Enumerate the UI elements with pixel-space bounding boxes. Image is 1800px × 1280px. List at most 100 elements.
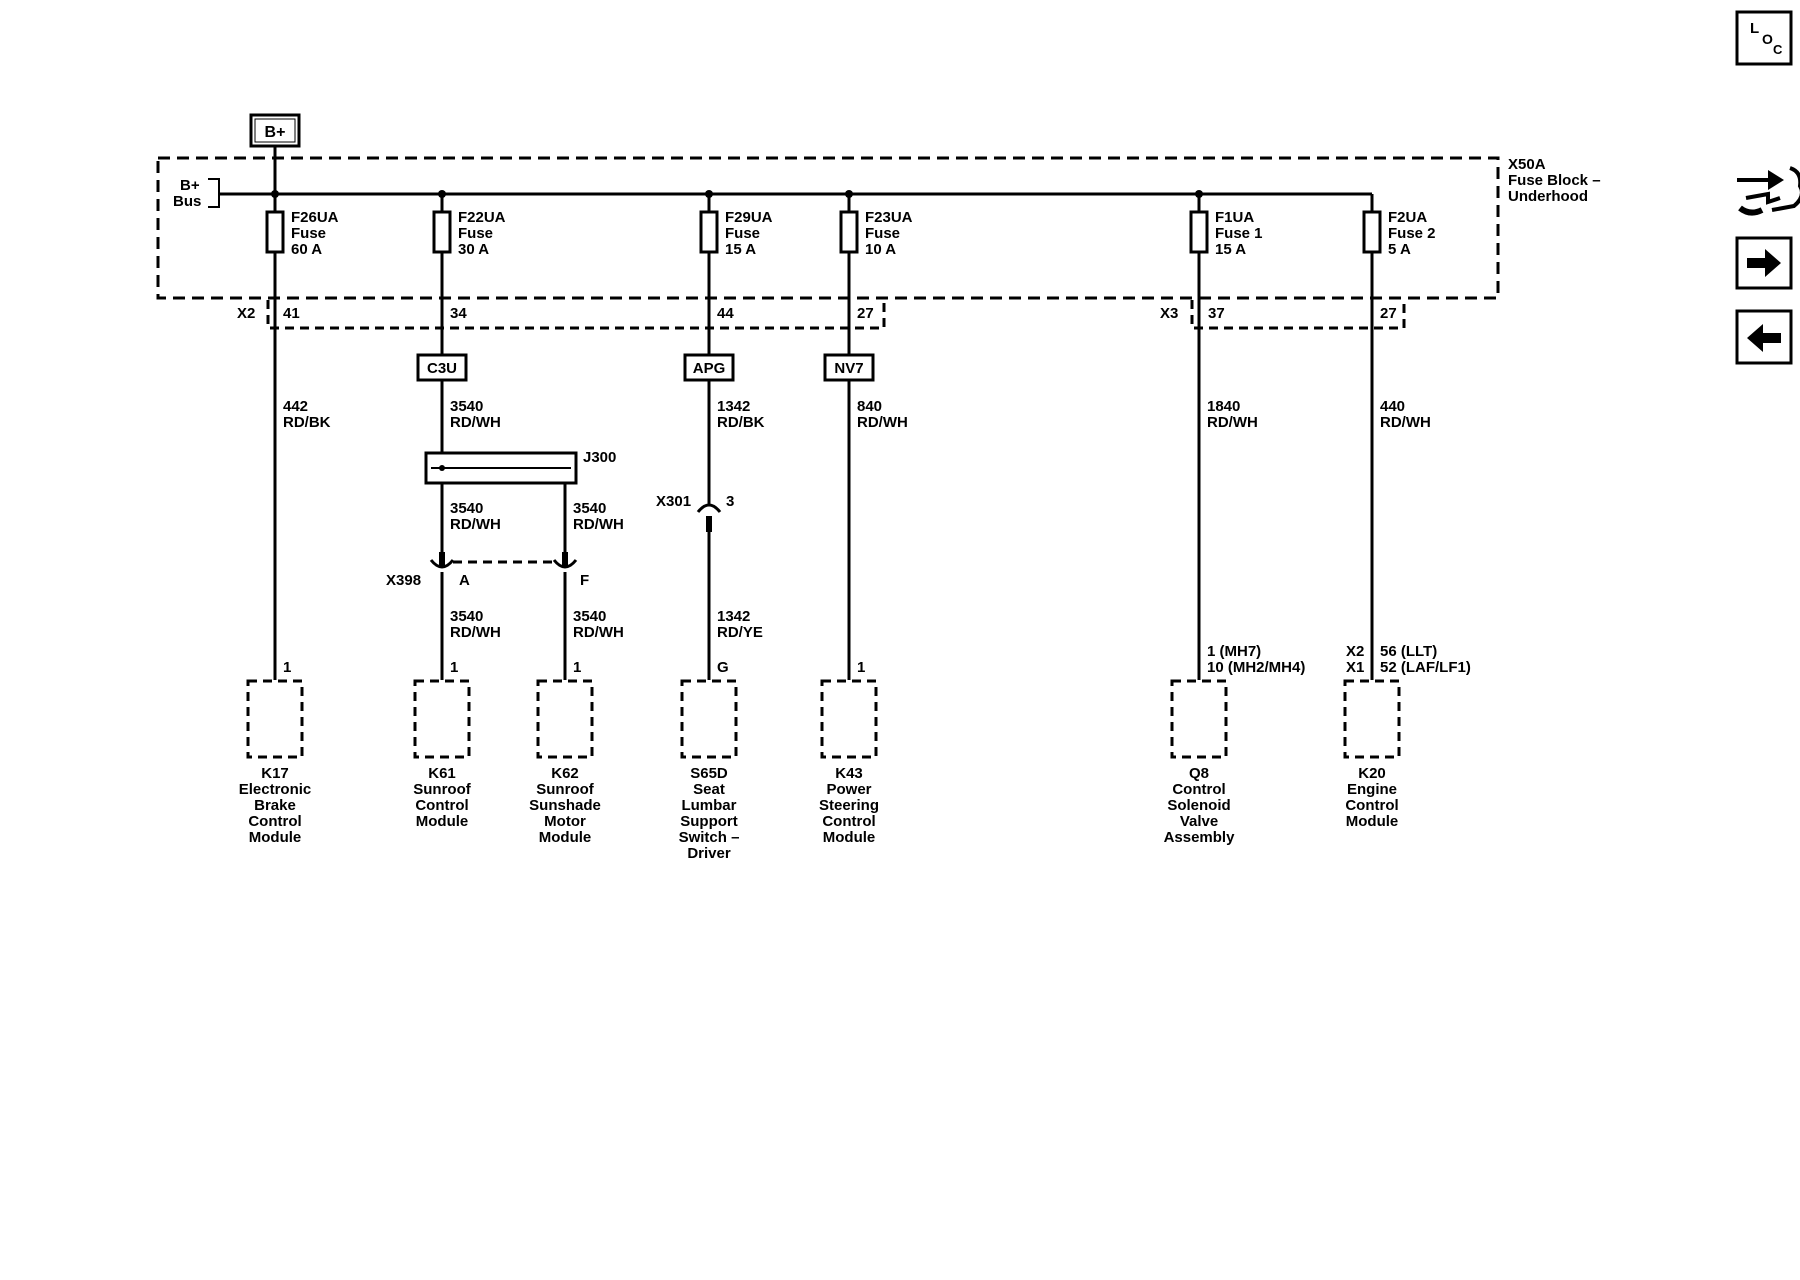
connector-x398-pin-f: F (580, 572, 589, 589)
connector-k20-x2: X2 (1346, 643, 1364, 660)
arrow-right-icon[interactable] (1735, 236, 1793, 290)
fuse-f1ua-rating: 15 A (1215, 241, 1246, 258)
wire-3540-k61-circuit: 3540 (450, 608, 483, 625)
svg-text:Solenoid: Solenoid (1167, 797, 1230, 814)
wire-1342-color: RD/BK (717, 414, 765, 431)
svg-text:C: C (1773, 42, 1783, 57)
component-k43-box (820, 679, 878, 759)
wire-1840-color: RD/WH (1207, 414, 1258, 431)
svg-text:Switch –: Switch – (679, 829, 740, 846)
wire-1342-s65d-color: RD/YE (717, 624, 763, 641)
svg-text:Seat: Seat (693, 781, 725, 798)
svg-text:Q8: Q8 (1189, 765, 1209, 782)
svg-text:Lumbar: Lumbar (681, 797, 736, 814)
component-k62-label: K62 Sunroof Sunshade Motor Module (529, 765, 601, 846)
pin-37: 37 (1208, 305, 1225, 322)
component-s65d-label: S65D Seat Lumbar Support Switch – Driver (679, 765, 740, 862)
component-k43-label: K43 Power Steering Control Module (819, 765, 879, 846)
pin-k20-56: 56 (LLT) (1380, 643, 1437, 660)
wire-440-color: RD/WH (1380, 414, 1431, 431)
svg-text:Driver: Driver (687, 845, 731, 862)
wire-3540-f-color: RD/WH (573, 516, 624, 533)
fuse-f1ua (1189, 210, 1209, 254)
fuse-f23ua (839, 210, 859, 254)
svg-text:Control: Control (1172, 781, 1225, 798)
pin-k20-52: 52 (LAF/LF1) (1380, 659, 1471, 676)
loc-icon[interactable]: L O C (1735, 10, 1793, 66)
wire-3540-a-color: RD/WH (450, 516, 501, 533)
svg-text:S65D: S65D (690, 765, 728, 782)
connector-k20-x1: X1 (1346, 659, 1364, 676)
fuse-f23ua-rating: 10 A (865, 241, 896, 258)
fuse-f2ua (1362, 210, 1382, 254)
svg-text:K62: K62 (551, 765, 579, 782)
arrow-left-icon[interactable] (1735, 309, 1793, 365)
connector-x398 (429, 552, 578, 569)
pin-k43: 1 (857, 659, 865, 676)
pin-k61: 1 (450, 659, 458, 676)
wire-3540-f-circuit: 3540 (573, 500, 606, 517)
svg-text:Control: Control (248, 813, 301, 830)
pin-q8-2: 10 (MH2/MH4) (1207, 659, 1305, 676)
connector-x301-label: X301 (656, 493, 691, 510)
wire-1840-circuit: 1840 (1207, 398, 1240, 415)
pin-k62: 1 (573, 659, 581, 676)
wire-3540-circuit: 3540 (450, 398, 483, 415)
svg-text:K43: K43 (835, 765, 863, 782)
fuse-f2ua-id: F2UA (1388, 209, 1427, 226)
fuse-f23ua-id: F23UA (865, 209, 913, 226)
svg-text:Sunshade: Sunshade (529, 797, 601, 814)
fuse-f23ua-type: Fuse (865, 225, 900, 242)
svg-text:Motor: Motor (544, 813, 586, 830)
component-k20-label: K20 Engine Control Module (1345, 765, 1398, 830)
connector-icon[interactable] (1737, 166, 1800, 216)
connector-x398-pin-a: A (459, 572, 470, 589)
svg-text:Electronic: Electronic (239, 781, 312, 798)
svg-text:Control: Control (415, 797, 468, 814)
svg-text:Assembly: Assembly (1164, 829, 1236, 846)
svg-text:Sunroof: Sunroof (536, 781, 594, 798)
svg-text:Module: Module (1346, 813, 1399, 830)
pin-q8-1: 1 (MH7) (1207, 643, 1261, 660)
svg-text:L: L (1750, 20, 1759, 37)
bus-bracket (208, 178, 220, 208)
wire-840-circuit: 840 (857, 398, 882, 415)
component-q8-box (1170, 679, 1228, 759)
svg-text:Module: Module (249, 829, 302, 846)
connector-x301-pin: 3 (726, 493, 734, 510)
option-apg-label: APG (693, 360, 726, 377)
pin-34: 34 (450, 305, 467, 322)
option-nv7-label: NV7 (834, 360, 863, 377)
wire-1342-circuit: 1342 (717, 398, 750, 415)
pin-s65d: G (717, 659, 729, 676)
svg-text:Support: Support (680, 813, 738, 830)
wire-440-circuit: 440 (1380, 398, 1405, 415)
pin-k17: 1 (283, 659, 291, 676)
power-source-label: B+ (265, 124, 286, 141)
wire-3540-k62-circuit: 3540 (573, 608, 606, 625)
svg-text:Steering: Steering (819, 797, 879, 814)
bus-label-2: Bus (173, 193, 201, 210)
fuse-f29ua-id: F29UA (725, 209, 773, 226)
fuse-f22ua (432, 210, 452, 254)
connector-x3-label: X3 (1160, 305, 1178, 322)
svg-text:Module: Module (823, 829, 876, 846)
fuse-f29ua-rating: 15 A (725, 241, 756, 258)
fuse-f26ua-type: Fuse (291, 225, 326, 242)
wire-442-circuit: 442 (283, 398, 308, 415)
fuse-f26ua-id: F26UA (291, 209, 339, 226)
svg-text:Sunroof: Sunroof (413, 781, 471, 798)
fuse-block-outline (156, 156, 1500, 300)
pin-27-x2: 27 (857, 305, 874, 322)
component-k61-label: K61 Sunroof Control Module (413, 765, 471, 830)
wire-3540-k61-color: RD/WH (450, 624, 501, 641)
splice-j300-label: J300 (583, 449, 616, 466)
svg-text:Engine: Engine (1347, 781, 1397, 798)
svg-text:Power: Power (826, 781, 871, 798)
fuse-f29ua (699, 210, 719, 254)
svg-text:K20: K20 (1358, 765, 1386, 782)
svg-text:Control: Control (1345, 797, 1398, 814)
component-k61-box (413, 679, 471, 759)
wire-442-color: RD/BK (283, 414, 331, 431)
